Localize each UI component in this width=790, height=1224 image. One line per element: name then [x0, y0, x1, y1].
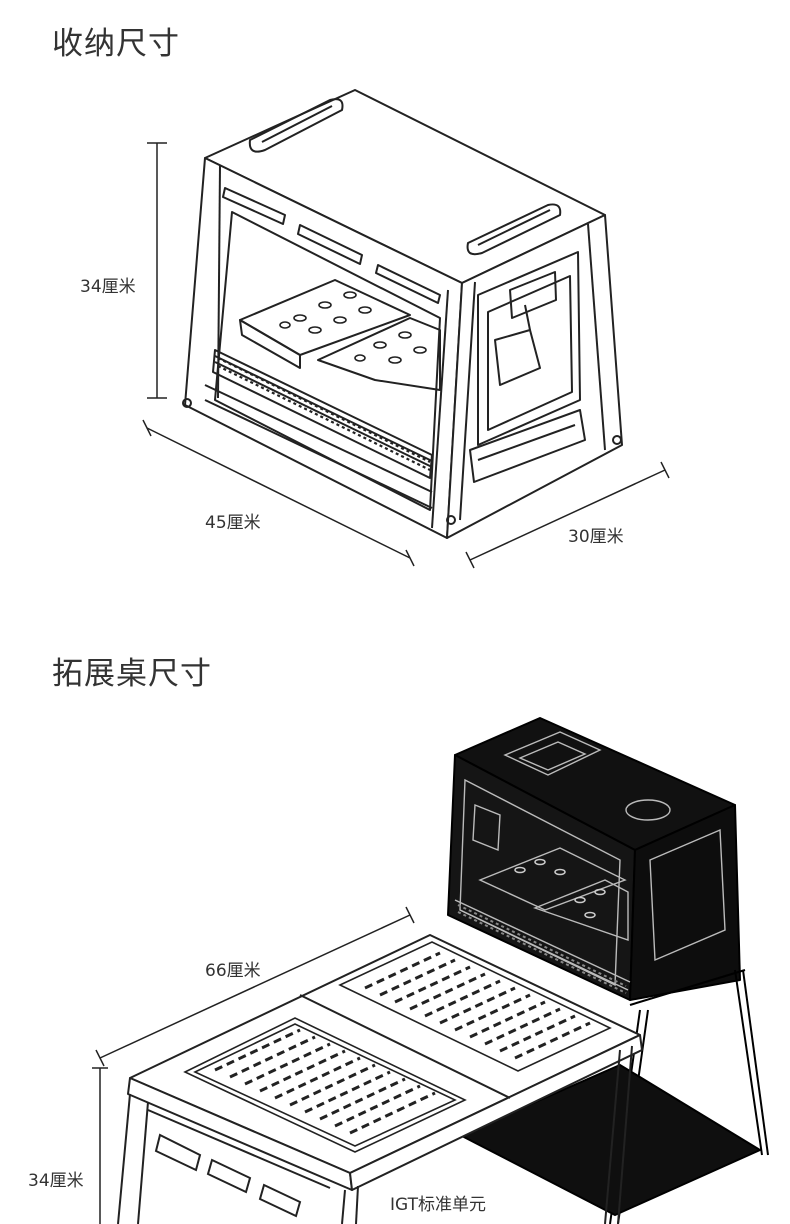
storage-title: 收纳尺寸	[52, 26, 180, 62]
storage-depth-label: 30厘米	[568, 527, 624, 547]
igt-unit-label: IGT标准单元	[390, 1195, 486, 1215]
storage-box-illustration	[142, 89, 670, 569]
storage-height-label: 34厘米	[80, 277, 136, 297]
storage-section: 收纳尺寸	[0, 0, 790, 610]
storage-width-label: 45厘米	[205, 513, 261, 533]
expansion-height-label: 34厘米	[28, 1171, 84, 1191]
expansion-table-illustration	[92, 717, 769, 1224]
expansion-section: 拓展桌尺寸	[0, 610, 790, 1224]
expansion-width-label: 66厘米	[205, 961, 261, 981]
expansion-title: 拓展桌尺寸	[52, 656, 212, 692]
